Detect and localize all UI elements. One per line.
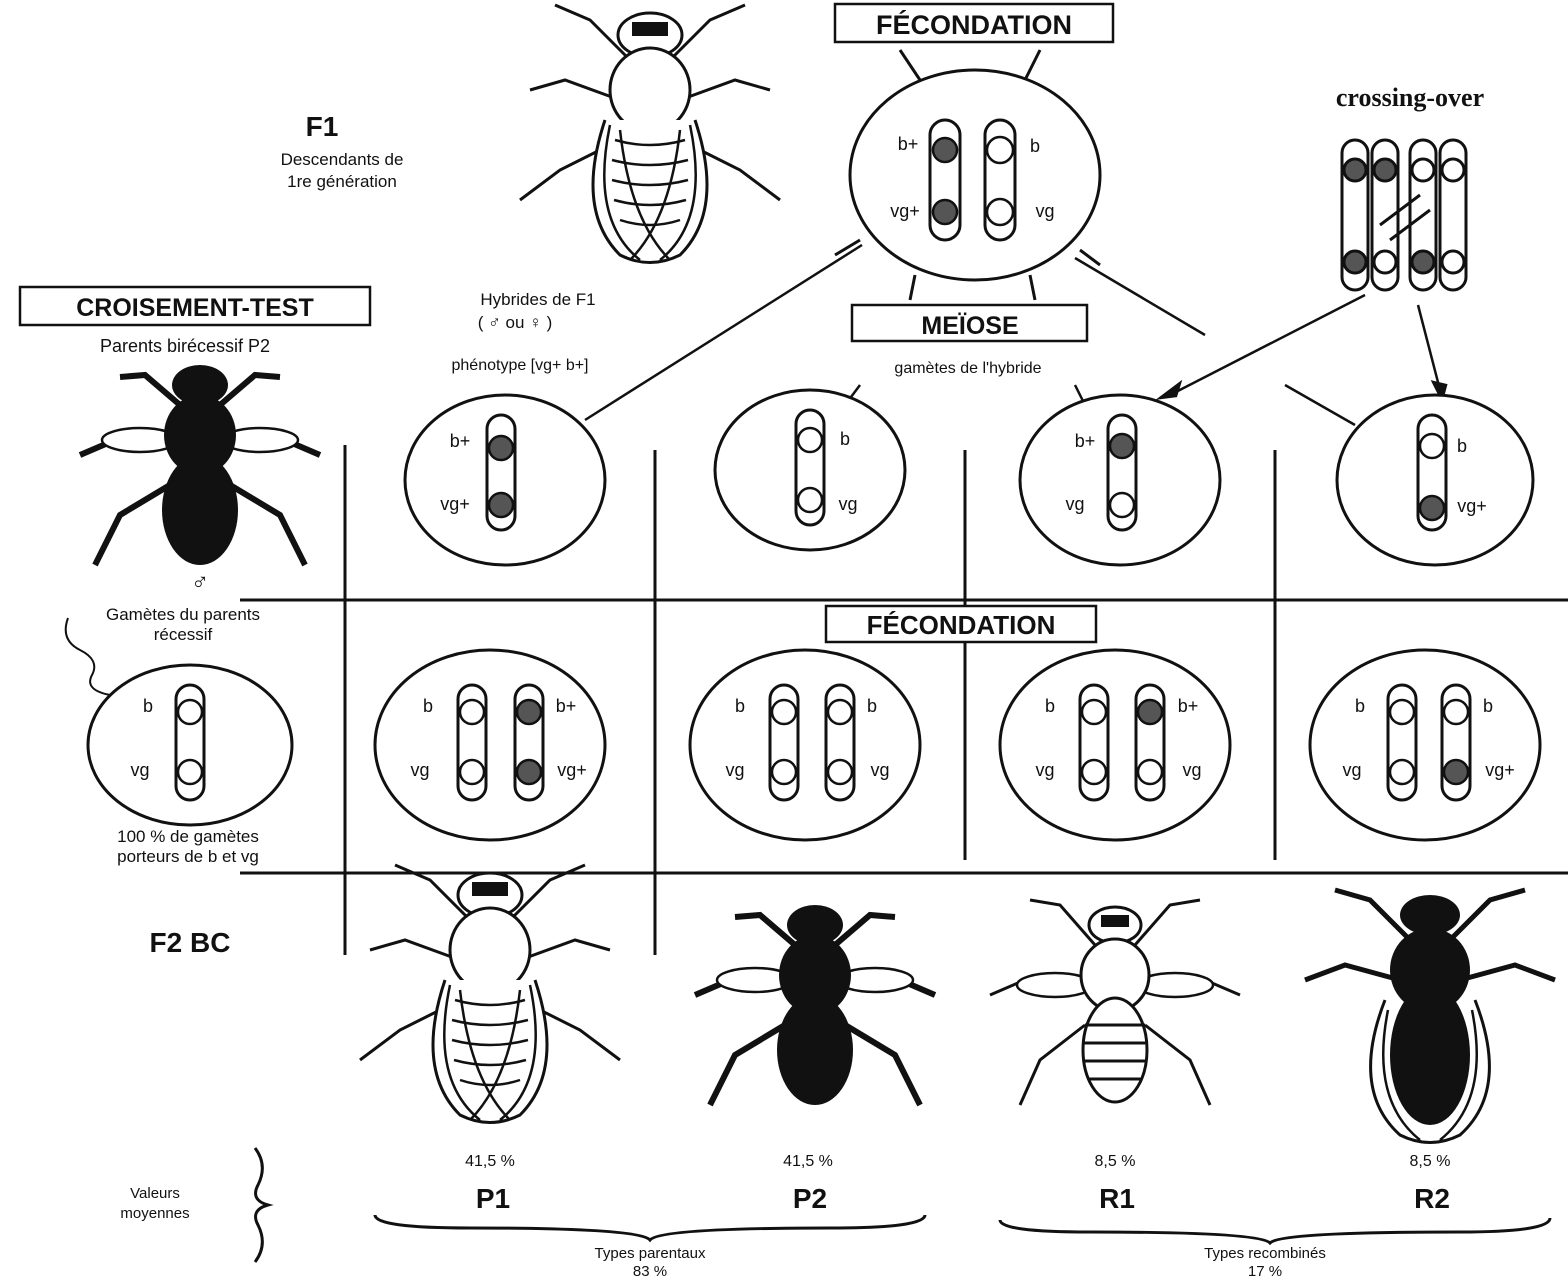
zygote-cell-2: [690, 650, 920, 840]
crossing-over-label: crossing-over: [1336, 83, 1484, 112]
zygote2-vg-left: vg: [725, 760, 744, 780]
result-r1-label: R1: [1099, 1183, 1135, 1214]
gametes-recessif-line1: Gamètes du parents: [106, 605, 260, 624]
gametes-100-line1: 100 % de gamètes: [117, 827, 259, 846]
fecondation-mid-label: FÉCONDATION: [867, 610, 1056, 640]
types-parentaux-line2: 83 %: [633, 1263, 667, 1280]
f1-label: F1: [306, 111, 339, 142]
f1-allele-vg: vg: [1035, 201, 1054, 221]
gamete2-vg: vg: [838, 494, 857, 514]
gamete3-b-plus: b+: [1075, 431, 1096, 451]
fecondation-top-label: FÉCONDATION: [876, 9, 1072, 40]
f2bc-label: F2 BC: [150, 927, 231, 958]
result-r1-pct: 8,5 %: [1095, 1153, 1136, 1170]
result-p1-label: P1: [476, 1183, 510, 1214]
gamete4-vg-plus: vg+: [1457, 496, 1487, 516]
result-p2-pct: 41,5 %: [783, 1153, 833, 1170]
result-r2-label: R2: [1414, 1183, 1450, 1214]
crossing-over-chromatids: [1342, 140, 1466, 290]
zygote1-b-plus: b+: [556, 696, 577, 716]
f1-desc-line2: 1re génération: [287, 172, 397, 191]
zygote-cell-1: [375, 650, 605, 840]
zygote4-vg: vg: [1342, 760, 1361, 780]
parent-black-fly-image: [80, 365, 320, 565]
connector-squiggle: [66, 618, 110, 695]
zygote-cell-4: [1310, 650, 1540, 840]
gametes-100-line2: porteurs de b et vg: [117, 847, 259, 866]
f1-allele-b: b: [1030, 136, 1040, 156]
gamete-cell-4: [1337, 395, 1533, 565]
result-p1-pct: 41,5 %: [465, 1153, 515, 1170]
valeurs-brace: [255, 1148, 268, 1262]
male-symbol: ♂: [191, 569, 209, 596]
gametes-hybride-label: gamètes de l'hybride: [894, 360, 1041, 377]
types-recombines-line1: Types recombinés: [1204, 1245, 1326, 1262]
gamete-cell-1: [405, 395, 605, 565]
f1-allele-b-plus: b+: [898, 134, 919, 154]
zygote4-b-right: b: [1483, 696, 1493, 716]
f2-fly-r1-image: [990, 900, 1240, 1105]
gamete1-vg-plus: vg+: [440, 494, 470, 514]
f2-fly-p1-image: [360, 865, 620, 1123]
zygote2-b-left: b: [735, 696, 745, 716]
types-parentaux-line1: Types parentaux: [595, 1245, 706, 1262]
gamete1-b-plus: b+: [450, 431, 471, 451]
meiose-label: MEÏOSE: [921, 312, 1018, 340]
zygote3-vg-left: vg: [1035, 760, 1054, 780]
hybrides-phenotype: phénotype [vg+ b+]: [452, 357, 589, 374]
recessive-gamete-cell: [88, 665, 292, 825]
zygote2-b-right: b: [867, 696, 877, 716]
gamete-cell-2: [715, 390, 905, 550]
gamete4-b: b: [1457, 436, 1467, 456]
zygote2-vg-right: vg: [870, 760, 889, 780]
zygote-cell-3: [1000, 650, 1230, 840]
gametes-recessif-line2: récessif: [154, 625, 213, 644]
zygote4-vg-plus: vg+: [1485, 760, 1515, 780]
f1-zygote-cell: [835, 50, 1100, 300]
zygote1-vg: vg: [410, 760, 429, 780]
f2-fly-r2-image: [1305, 890, 1555, 1143]
hybrides-line1: Hybrides de F1: [480, 290, 595, 309]
recessive-gamete-vg: vg: [130, 760, 149, 780]
recessive-gamete-b: b: [143, 696, 153, 716]
valeurs-line1: Valeurs: [130, 1185, 180, 1202]
gamete-cell-3: [1020, 395, 1220, 565]
result-r2-pct: 8,5 %: [1410, 1153, 1451, 1170]
f2-fly-p2-image: [695, 905, 935, 1105]
f1-hybrid-fly-image: [520, 5, 780, 263]
zygote3-b-plus: b+: [1178, 696, 1199, 716]
croisement-test-label: CROISEMENT-TEST: [76, 294, 314, 322]
zygote3-vg-right: vg: [1182, 760, 1201, 780]
f1-allele-vg-plus: vg+: [890, 201, 920, 221]
f1-desc-line1: Descendants de: [281, 150, 404, 169]
valeurs-line2: moyennes: [120, 1205, 189, 1222]
parents-birecessif-label: Parents birécessif P2: [100, 336, 270, 356]
types-recombines-line2: 17 %: [1248, 1263, 1282, 1280]
group-braces: [375, 1215, 1550, 1243]
zygote4-b-left: b: [1355, 696, 1365, 716]
zygote1-vg-plus: vg+: [557, 760, 587, 780]
zygote3-b: b: [1045, 696, 1055, 716]
gamete2-b: b: [840, 429, 850, 449]
gamete3-vg: vg: [1065, 494, 1084, 514]
result-p2-label: P2: [793, 1183, 827, 1214]
hybrides-line2: ( ♂ ou ♀ ): [478, 313, 553, 332]
zygote1-b: b: [423, 696, 433, 716]
